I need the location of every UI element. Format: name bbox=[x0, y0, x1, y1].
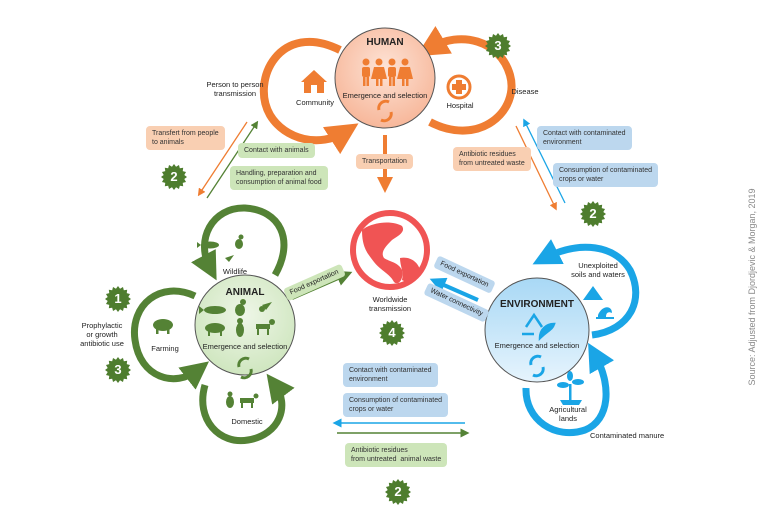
starburst-badge-shape bbox=[580, 201, 606, 227]
badge-animal-1: 1 bbox=[105, 286, 131, 312]
wave-icon bbox=[596, 307, 614, 319]
wildlife-icons bbox=[197, 234, 244, 262]
environment-subtitle: Emergence and selection bbox=[494, 341, 580, 350]
animals-icon bbox=[199, 299, 275, 337]
animal-farming-loop-arrow bbox=[130, 287, 210, 390]
transportation-label: Transportation bbox=[356, 154, 413, 169]
environment-circle bbox=[484, 277, 590, 383]
environment-unexploited-loop-arrow bbox=[532, 239, 640, 339]
animal-circle bbox=[194, 274, 296, 376]
prophylactic-label: Prophylactic or growth antibiotic use bbox=[80, 321, 124, 348]
wildlife-label: Wildlife bbox=[222, 267, 248, 276]
human-subtitle: Emergence and selection bbox=[342, 91, 428, 100]
contact-with-animals-box: Contact with animals bbox=[238, 143, 315, 158]
hospital-cross-icon bbox=[446, 74, 472, 100]
badge-animal-environment-2: 2 bbox=[385, 479, 411, 505]
people-to-animals-arrow bbox=[197, 121, 248, 197]
people-icon bbox=[362, 58, 413, 86]
domestic-label: Domestic bbox=[231, 417, 263, 426]
pig-icon bbox=[153, 319, 173, 334]
person-to-person-label: Person to person transmission bbox=[206, 80, 264, 98]
starburst-badge-shape bbox=[379, 320, 405, 346]
animal-domestic-loop-arrow bbox=[199, 373, 295, 445]
contaminated-environment-box: Contact with contaminated environment bbox=[537, 126, 632, 150]
domestic-icons bbox=[226, 391, 259, 408]
animal-food-box: Handling, preparation and consumption of… bbox=[230, 166, 328, 190]
source-citation: Source: Adjusted from Djordjevic & Morga… bbox=[747, 188, 757, 386]
starburst-badge-shape bbox=[105, 357, 131, 383]
recycle-icon bbox=[237, 356, 253, 380]
recycle-leaf-icon bbox=[522, 312, 556, 342]
starburst-badge-shape bbox=[385, 479, 411, 505]
badge-animal-3: 3 bbox=[105, 357, 131, 383]
contaminated-crops-box: Consumption of contaminated crops or wat… bbox=[553, 163, 658, 187]
animal-subtitle: Emergence and selection bbox=[202, 342, 288, 351]
worldwide-transmission-label: Worldwide transmission bbox=[368, 295, 412, 313]
community-label: Community bbox=[296, 98, 334, 107]
waste-to-environment-arrow bbox=[515, 125, 557, 211]
badge-human-animal-2: 2 bbox=[161, 164, 187, 190]
disease-label: Disease bbox=[511, 87, 539, 96]
starburst-badge-shape bbox=[161, 164, 187, 190]
plant-icon bbox=[557, 371, 584, 405]
ae-animal-waste-box: Antibiotic residues from untreated anima… bbox=[345, 443, 448, 467]
house-icon bbox=[301, 70, 327, 93]
recycle-icon bbox=[377, 99, 393, 123]
mountain-icon bbox=[583, 286, 603, 300]
ae-contaminated-environment-box: Contact with contaminated environment bbox=[343, 363, 438, 387]
environment-to-world-arrow bbox=[429, 277, 479, 302]
untreated-waste-box: Antibiotic residues from untreated waste bbox=[453, 147, 531, 171]
ae-contaminated-crops-box: Consumption of contaminated crops or wat… bbox=[343, 393, 448, 417]
environment-agricultural-loop-arrow bbox=[522, 342, 615, 437]
human-hospital-loop-arrow bbox=[416, 26, 516, 135]
badge-world-4: 4 bbox=[379, 320, 405, 346]
animal-wildlife-loop-arrow bbox=[191, 204, 288, 281]
animal-title: ANIMAL bbox=[225, 287, 265, 298]
human-title: HUMAN bbox=[366, 37, 404, 48]
badge-human-environment-2: 2 bbox=[580, 201, 606, 227]
starburst-badge-shape bbox=[105, 286, 131, 312]
agricultural-lands-label: Agricultural lands bbox=[549, 405, 587, 423]
starburst-badge-shape bbox=[485, 33, 511, 59]
animals-to-people-arrow bbox=[206, 120, 259, 199]
globe-icon bbox=[350, 210, 430, 290]
recycle-icon bbox=[529, 354, 545, 378]
human-community-loop-arrow bbox=[259, 37, 359, 155]
contaminated-manure-label: Contaminated manure bbox=[590, 431, 665, 440]
unexploited-soils-label: Unexploited soils and waters bbox=[571, 261, 625, 279]
environment-title: ENVIRONMENT bbox=[500, 299, 574, 310]
farming-label: Farming bbox=[151, 344, 179, 353]
badge-human-3: 3 bbox=[485, 33, 511, 59]
environment-to-people-arrow bbox=[523, 118, 566, 204]
people-to-animals-box: Transfert from people to animals bbox=[146, 126, 225, 150]
hospital-label: Hospital bbox=[446, 101, 474, 110]
